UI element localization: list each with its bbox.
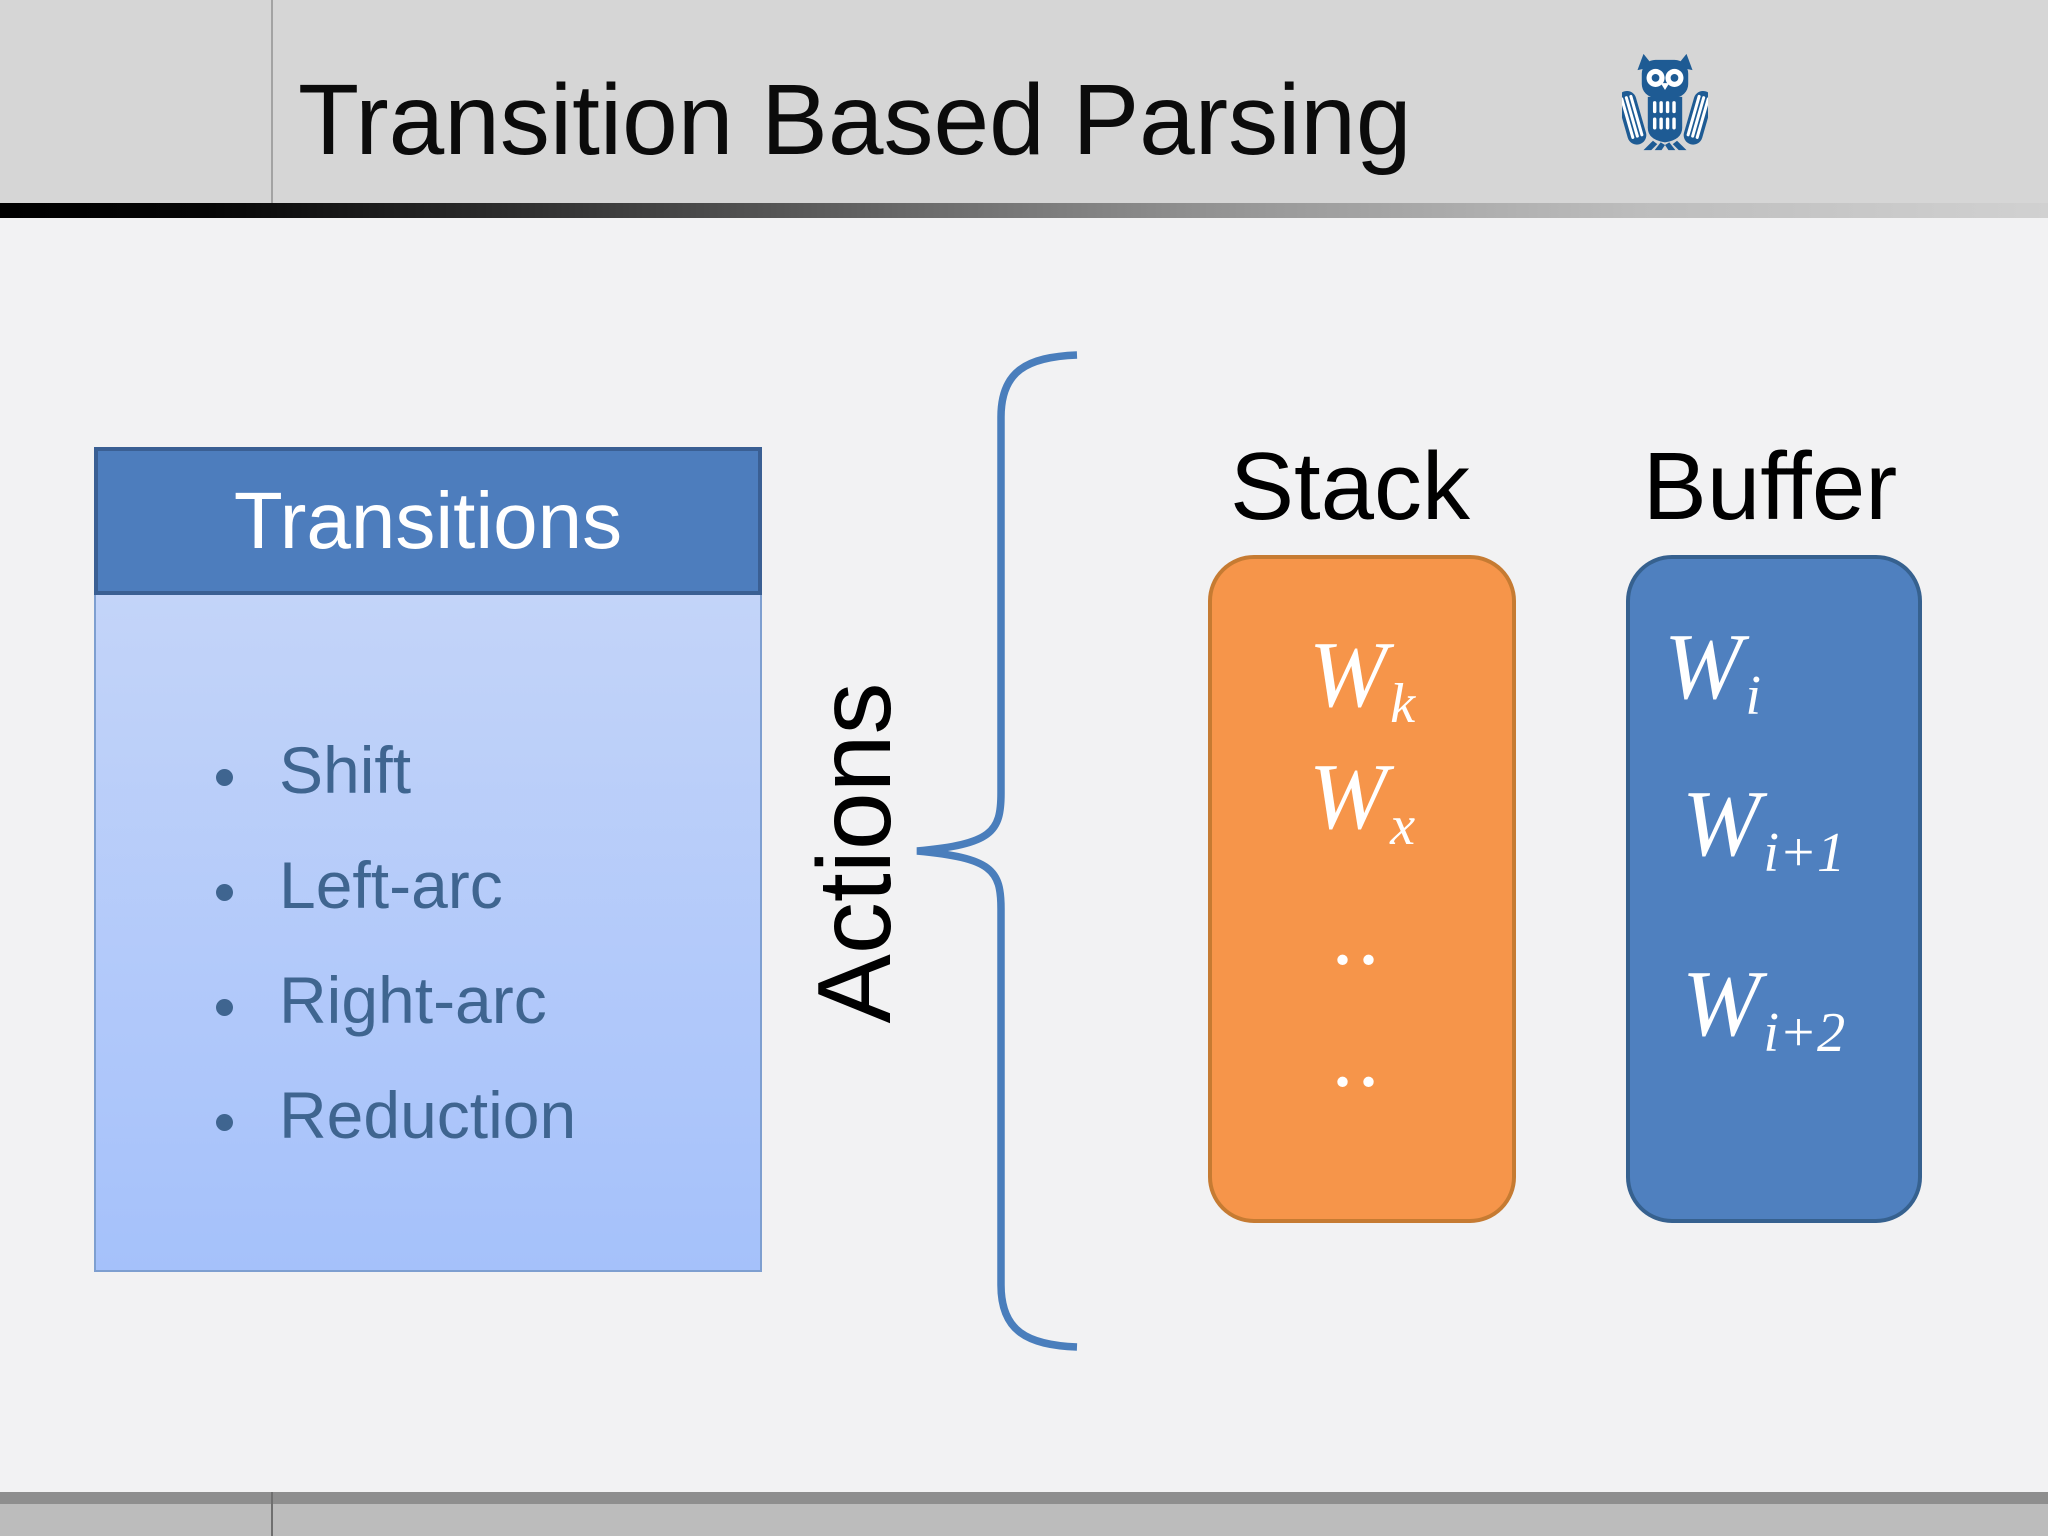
list-item: Reduction	[216, 1082, 760, 1148]
bullet-icon	[216, 768, 233, 786]
stack-item-ellipsis: ..	[1334, 1029, 1387, 1100]
buffer-box: Wi Wi+1 Wi+2	[1626, 555, 1922, 1223]
bullet-icon	[216, 998, 233, 1016]
stack-item: Wx	[1308, 745, 1416, 857]
stack-item-ellipsis: ..	[1334, 907, 1387, 978]
slide-canvas: Transitions Shift Left-arc Right-arc	[0, 218, 2048, 1492]
transition-label: Shift	[279, 733, 412, 807]
pane-divider	[271, 0, 273, 203]
bullet-icon	[216, 1113, 233, 1131]
transition-label: Left-arc	[279, 848, 503, 922]
list-item: Shift	[216, 737, 760, 803]
buffer-item: Wi	[1664, 615, 1761, 727]
transitions-list: Shift Left-arc Right-arc Reduction	[96, 595, 760, 1148]
pane-divider	[271, 1492, 273, 1536]
buffer-label: Buffer	[1642, 433, 1898, 540]
stack-item: Wk	[1308, 623, 1416, 735]
viewer-bottom-band	[0, 1492, 2048, 1536]
curly-brace-icon	[916, 351, 1078, 1351]
title-separator-bar	[0, 203, 2048, 218]
transitions-panel: Transitions Shift Left-arc Right-arc	[94, 447, 762, 1272]
list-item: Right-arc	[216, 967, 760, 1033]
transitions-panel-title: Transitions	[233, 476, 623, 565]
bullet-icon	[216, 883, 233, 901]
transition-label: Reduction	[279, 1078, 577, 1152]
slide-title: Transition Based Parsing	[298, 64, 1412, 176]
buffer-item: Wi+1	[1682, 772, 1846, 884]
transitions-panel-body: Shift Left-arc Right-arc Reduction	[94, 595, 762, 1272]
stack-label: Stack	[1229, 433, 1471, 540]
university-owl-icon	[1622, 53, 1708, 151]
bottom-band-shadow	[0, 1492, 2048, 1504]
viewer-top-band: Transition Based Parsing	[0, 0, 2048, 203]
transition-label: Right-arc	[279, 963, 547, 1037]
list-item: Left-arc	[216, 852, 760, 918]
stack-box: Wk Wx .. ..	[1208, 555, 1516, 1223]
buffer-item: Wi+2	[1682, 952, 1846, 1064]
transitions-panel-header: Transitions	[94, 447, 762, 595]
